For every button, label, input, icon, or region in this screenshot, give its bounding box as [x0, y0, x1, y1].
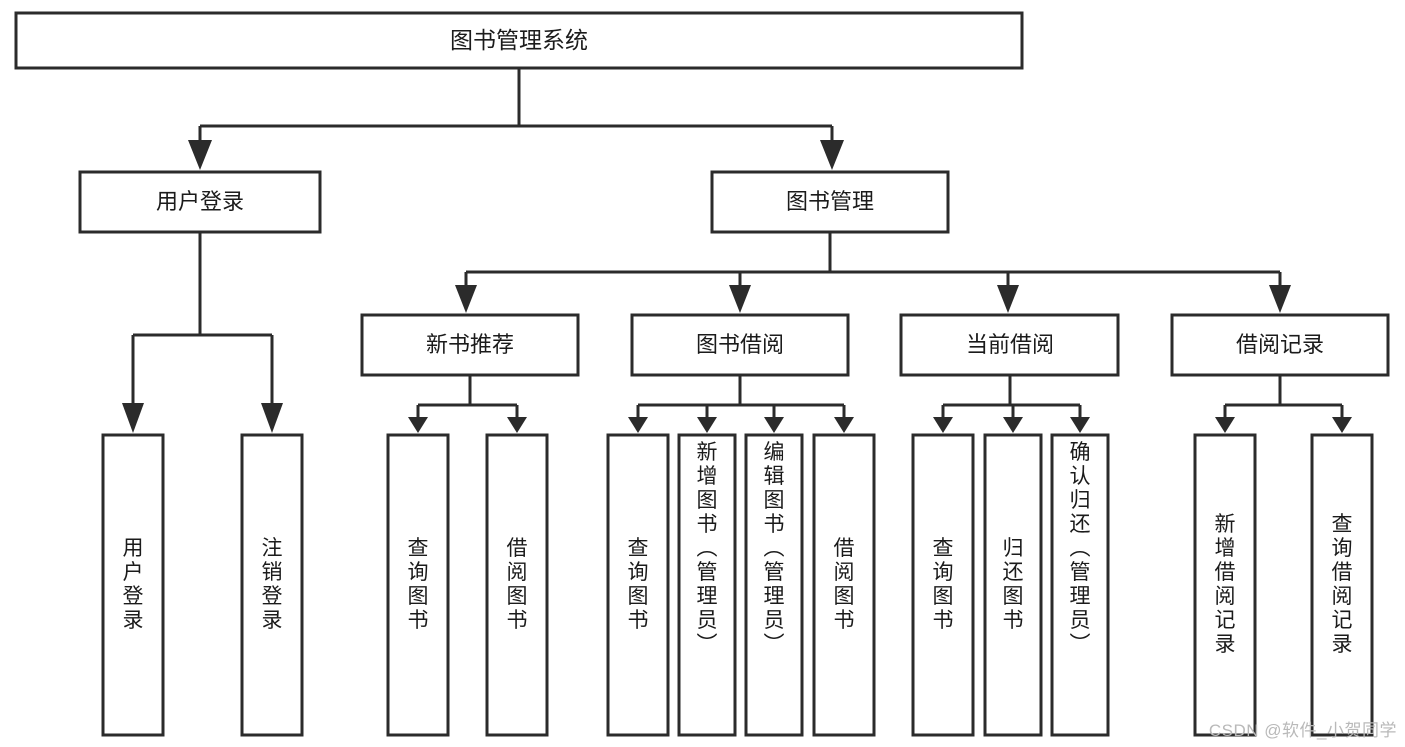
arrow-to-borrow	[729, 285, 751, 313]
arrow-to-leaf-nb-2	[507, 417, 527, 433]
node-book-management-box[interactable]	[710, 170, 950, 234]
arrow-to-leaf-user-login	[122, 403, 144, 433]
node-user-login[interactable]: 用户登录	[78, 170, 322, 234]
arrow-to-leaf-rec-1	[1215, 417, 1235, 433]
leaf-box-query-book-cur[interactable]	[911, 433, 975, 737]
node-book-borrow-label: 图书借阅	[696, 332, 784, 357]
node-book-borrow-box[interactable]	[630, 313, 850, 377]
leaf-box-return-book[interactable]	[983, 433, 1043, 737]
arrow-to-leaf-cur-1	[933, 417, 953, 433]
arrow-to-leaf-rec-2	[1332, 417, 1352, 433]
arrow-to-leaf-bw-3	[764, 417, 784, 433]
arrow-heads	[122, 140, 1352, 433]
arrow-to-current	[997, 285, 1019, 313]
node-user-login-box[interactable]	[78, 170, 322, 234]
node-book-borrow[interactable]: 图书借阅	[630, 313, 850, 377]
connectors	[131, 68, 1344, 417]
leaf-box-query-book-bw[interactable]	[606, 433, 670, 737]
arrow-to-leaf-bw-4	[834, 417, 854, 433]
arrow-to-leaf-bw-1	[628, 417, 648, 433]
leaf-box-borrow-book-nb[interactable]	[485, 433, 549, 737]
leaf-box-query-book-nb[interactable]	[386, 433, 450, 737]
watermark: CSDN @软件_小贺同学	[1208, 721, 1397, 740]
node-new-book-recommend[interactable]: 新书推荐	[360, 313, 580, 377]
node-current-borrow-box[interactable]	[899, 313, 1120, 377]
arrow-to-leaf-cur-3	[1070, 417, 1090, 433]
node-root-box[interactable]	[14, 11, 1024, 70]
leaf-box-logout[interactable]	[240, 433, 304, 737]
node-new-book-recommend-label: 新书推荐	[426, 332, 514, 357]
node-book-management[interactable]: 图书管理	[710, 170, 950, 234]
arrow-to-leaf-cur-2	[1003, 417, 1023, 433]
leaf-box-add-book-admin[interactable]	[677, 433, 737, 737]
node-borrow-record-label: 借阅记录	[1236, 332, 1324, 357]
leaf-box-add-record[interactable]	[1193, 433, 1257, 737]
node-current-borrow-label: 当前借阅	[966, 332, 1054, 357]
arrow-to-leaf-bw-2	[697, 417, 717, 433]
leaf-box-borrow-book-bw[interactable]	[812, 433, 876, 737]
arrow-to-leaf-logout	[261, 403, 283, 433]
arrow-to-user-login	[188, 140, 212, 170]
arrow-to-record	[1269, 285, 1291, 313]
leaf-box-edit-book-admin[interactable]	[744, 433, 804, 737]
leaf-boxes	[101, 433, 1374, 737]
node-root-label: 图书管理系统	[450, 27, 588, 53]
leaf-box-confirm-return[interactable]	[1050, 433, 1110, 737]
arrow-to-new-book	[455, 285, 477, 313]
arrow-to-book-mgmt	[820, 140, 844, 170]
node-user-login-label: 用户登录	[156, 189, 244, 214]
node-borrow-record[interactable]: 借阅记录	[1170, 313, 1390, 377]
leaf-box-query-record[interactable]	[1310, 433, 1374, 737]
node-new-book-recommend-box[interactable]	[360, 313, 580, 377]
leaf-box-user-login[interactable]	[101, 433, 165, 737]
node-book-management-label: 图书管理	[786, 189, 874, 214]
arrow-to-leaf-nb-1	[408, 417, 428, 433]
node-current-borrow[interactable]: 当前借阅	[899, 313, 1120, 377]
node-root[interactable]: 图书管理系统	[14, 11, 1024, 70]
node-borrow-record-box[interactable]	[1170, 313, 1390, 377]
